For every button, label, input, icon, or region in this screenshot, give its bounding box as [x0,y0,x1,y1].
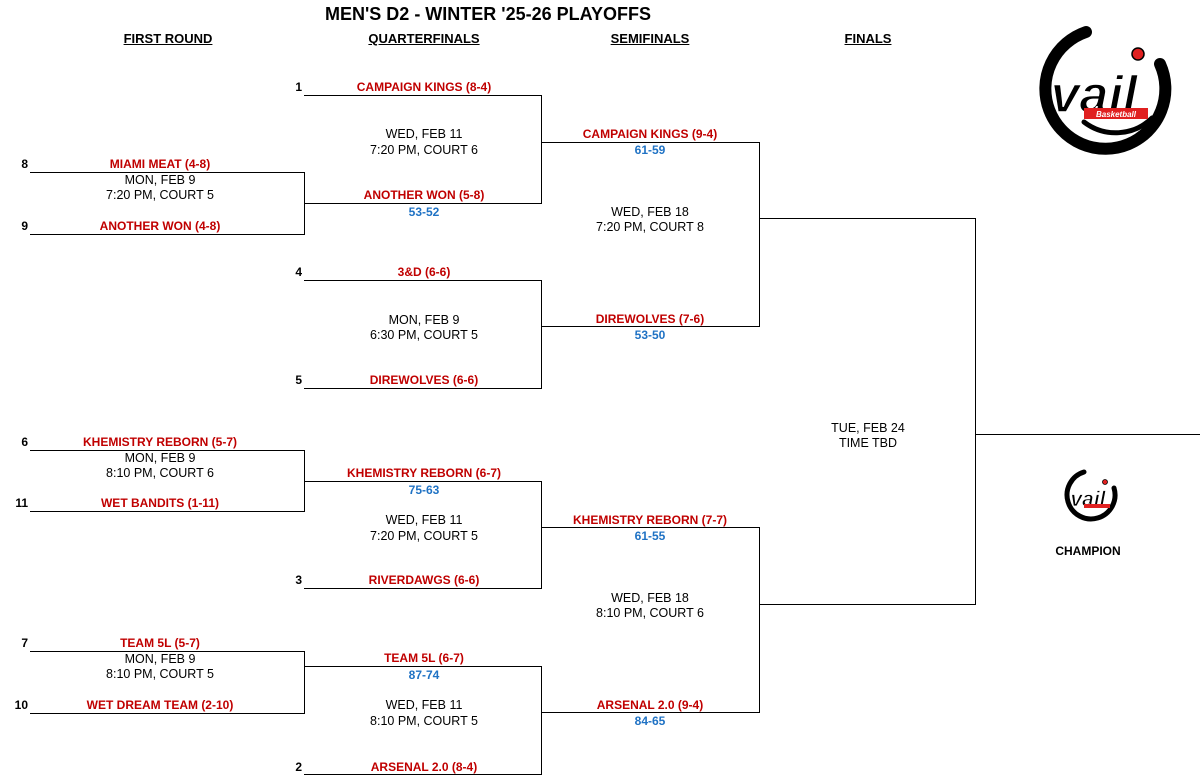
bracket-line [30,713,305,714]
bracket-line [541,326,760,327]
team-name: ANOTHER WON (5-8) [363,188,485,202]
game-score: 61-59 [634,143,666,157]
game-score: 75-63 [408,483,440,497]
game-day: MON, FEB 9 [124,652,196,666]
bracket-line [541,666,542,775]
team-name: TEAM 5L (6-7) [384,651,464,665]
bracket-line [304,666,542,667]
bracket-line [541,95,542,204]
team-name: MIAMI MEAT (4-8) [109,157,211,171]
game-time: 7:20 PM, COURT 6 [370,143,478,157]
bracket-line [304,481,542,482]
champion-logo: vail [1064,469,1118,522]
game-score: 84-65 [634,714,666,728]
team-name: KHEMISTRY REBORN (5-7) [82,435,237,449]
round-header-first-round: FIRST ROUND [123,31,213,46]
team-name: DIREWOLVES (6-6) [369,373,479,387]
bracket-line [304,588,542,589]
logo-subtext: Basketball [1096,110,1137,119]
team-name: KHEMISTRY REBORN (7-7) [572,513,727,527]
game-time: 7:20 PM, COURT 8 [596,220,704,234]
team-name: 3&D (6-6) [397,265,451,279]
game-day: WED, FEB 11 [385,513,463,527]
game-time: TIME TBD [838,436,898,450]
team-name: ARSENAL 2.0 (9-4) [596,698,704,712]
team-name: DIREWOLVES (7-6) [595,312,705,326]
team-name: CAMPAIGN KINGS (8-4) [356,80,492,94]
team-name: RIVERDAWGS (6-6) [368,573,480,587]
bracket-line [304,203,542,204]
game-score: 61-55 [634,529,666,543]
round-header-semifinals: SEMIFINALS [610,31,690,46]
round-header-finals: FINALS [844,31,892,46]
team-name: CAMPAIGN KINGS (9-4) [582,127,718,141]
seed-number: 8 [21,157,28,171]
bracket-line [30,450,305,451]
bracket-line [30,234,305,235]
bracket-line [30,511,305,512]
bracket-line [759,527,760,713]
bracket-line [30,172,305,173]
game-day: MON, FEB 9 [124,451,196,465]
bracket-line [541,712,760,713]
bracket-line [541,280,542,389]
bracket-line [541,527,760,528]
seed-number: 4 [295,265,302,279]
round-header-quarterfinals: QUARTERFINALS [368,31,480,46]
game-day: WED, FEB 18 [611,205,689,219]
game-day: WED, FEB 11 [385,127,463,141]
game-day: WED, FEB 11 [385,698,463,712]
game-time: 8:10 PM, COURT 6 [596,606,704,620]
game-score: 53-50 [634,328,666,342]
game-time: 8:10 PM, COURT 5 [106,667,214,681]
game-score: 87-74 [408,668,440,682]
bracket-line [759,218,976,219]
seed-number: 11 [15,496,28,510]
bracket-line [975,218,976,605]
seed-number: 3 [295,573,302,587]
game-day: MON, FEB 9 [124,173,196,187]
game-time: 7:20 PM, COURT 5 [370,529,478,543]
seed-number: 2 [295,760,302,774]
game-day: WED, FEB 18 [611,591,689,605]
team-name: WET DREAM TEAM (2-10) [86,698,234,712]
game-time: 7:20 PM, COURT 5 [106,188,214,202]
vail-basketball-logo: vail Basketball [1039,26,1172,155]
bracket-line [304,388,542,389]
team-name: KHEMISTRY REBORN (6-7) [346,466,501,480]
bracket-line [30,651,305,652]
bracket-line [541,142,760,143]
bracket-line [975,434,1200,435]
game-score: 53-52 [408,205,440,219]
seed-number: 1 [295,80,302,94]
game-time: 8:10 PM, COURT 5 [370,714,478,728]
game-day: TUE, FEB 24 [831,421,905,435]
bracket-line [759,604,976,605]
page-title: MEN'S D2 - WINTER '25-26 PLAYOFFS [325,4,651,24]
game-time: 8:10 PM, COURT 6 [106,466,214,480]
team-name: ANOTHER WON (4-8) [99,219,221,233]
seed-number: 10 [14,698,28,712]
game-time: 6:30 PM, COURT 5 [370,328,478,342]
seed-number: 9 [21,219,28,233]
bracket-line [304,651,305,714]
bracket-line [541,481,542,589]
team-name: WET BANDITS (1-11) [100,496,219,510]
bracket-line [304,95,542,96]
champion-label: CHAMPION [1055,544,1121,558]
bracket-line [304,774,542,775]
bracket-line [304,280,542,281]
seed-number: 7 [21,636,28,650]
seed-number: 5 [295,373,302,387]
bracket-line [759,142,760,327]
team-name: TEAM 5L (5-7) [120,636,200,650]
game-day: MON, FEB 9 [388,313,460,327]
team-name: ARSENAL 2.0 (8-4) [370,760,478,774]
seed-number: 6 [21,435,28,449]
